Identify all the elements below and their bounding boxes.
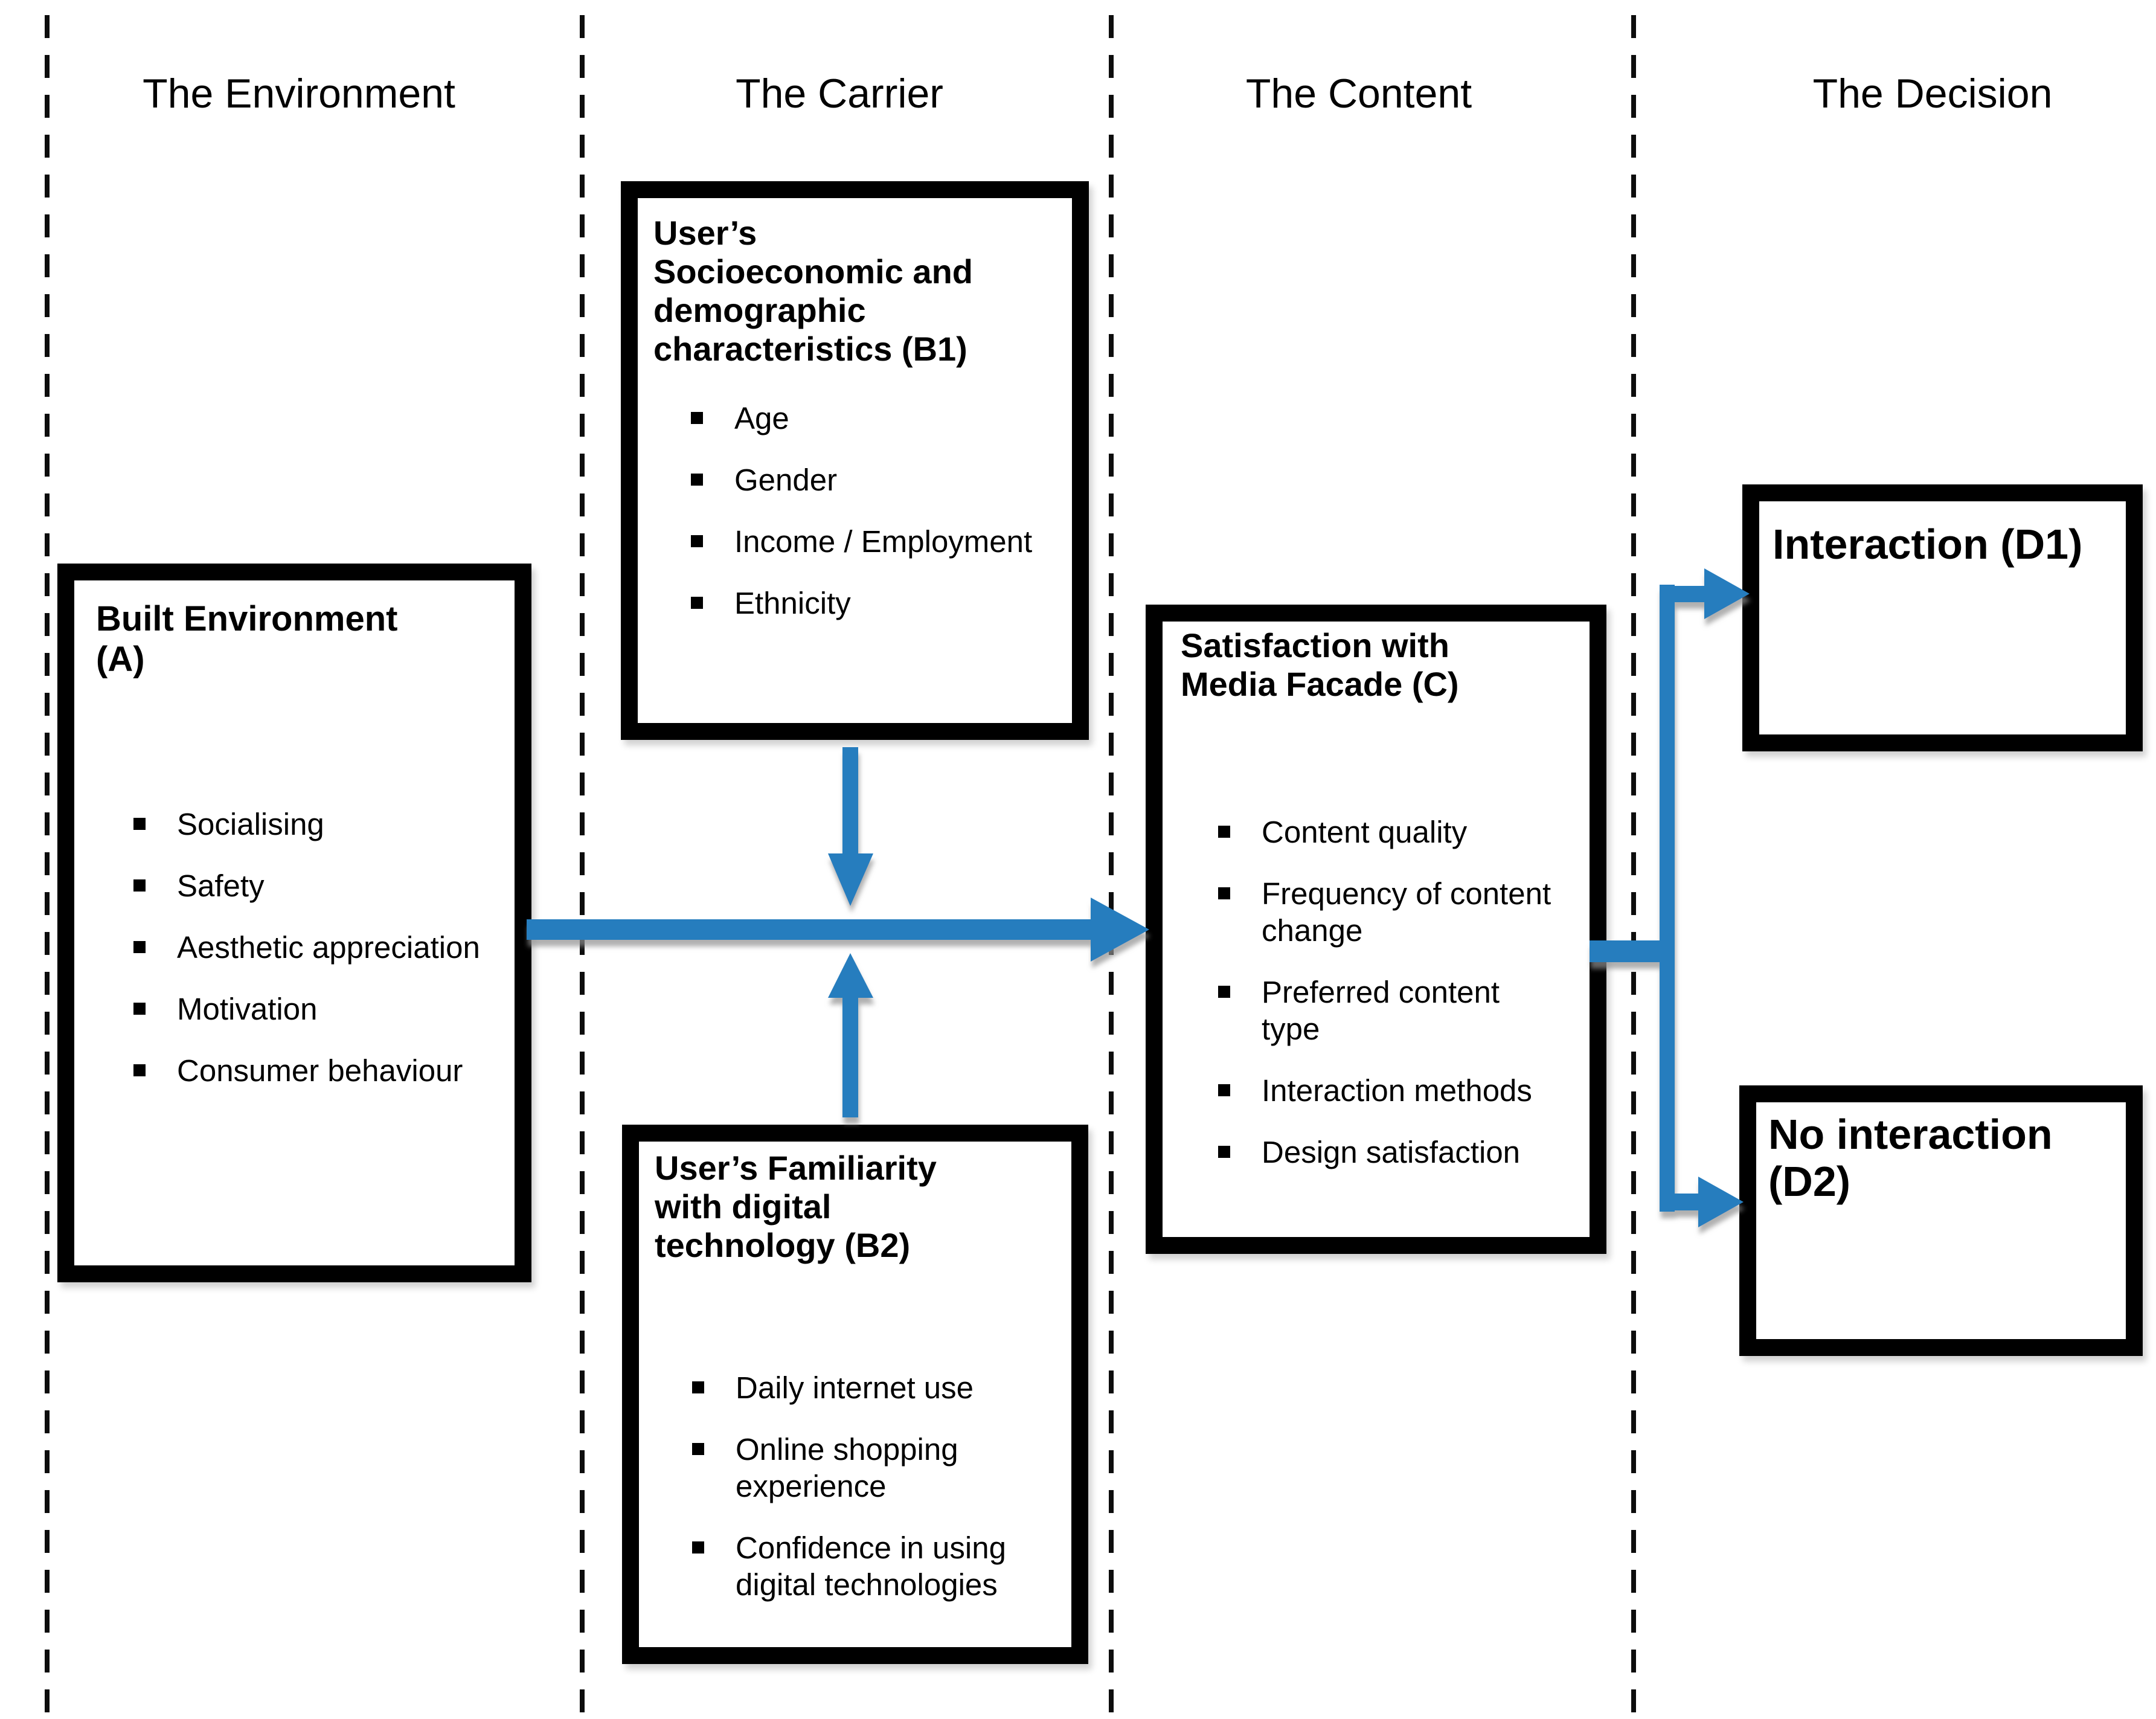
decision-branch-line — [1660, 585, 1675, 1212]
bullet-text: Interaction methods — [1262, 1073, 1532, 1108]
bullet-square-icon — [1218, 1146, 1230, 1158]
column-divider-1 — [45, 15, 50, 1714]
column-header-carrier: The Carrier — [736, 71, 943, 117]
bullet-text: Aesthetic appreciation — [177, 930, 480, 965]
bullet-item: Online shopping experience — [692, 1431, 1071, 1505]
box-interaction: Interaction (D1) — [1742, 484, 2143, 751]
box-title: Satisfaction with Media Facade (C) — [1181, 626, 1459, 703]
box-no-interaction: No interaction (D2) — [1739, 1085, 2143, 1356]
bullet-item: Safety — [133, 867, 515, 904]
bullet-text: Consumer behaviour — [177, 1053, 463, 1088]
bullet-item: Consumer behaviour — [133, 1052, 515, 1089]
bullet-item: Daily internet use — [692, 1369, 1071, 1406]
column-header-environment: The Environment — [143, 71, 455, 117]
box-digital-familiarity: User’s Familiarity with digital technolo… — [622, 1125, 1088, 1664]
bullet-square-icon — [692, 1381, 704, 1393]
bullet-item: Confidence in using digital technologies — [692, 1529, 1071, 1603]
bullet-text: Daily internet use — [736, 1370, 974, 1405]
bullet-text: Preferred content type — [1262, 975, 1500, 1046]
bullet-text: Safety — [177, 869, 265, 903]
bullet-item: Motivation — [133, 991, 515, 1027]
bullet-item: Design satisfaction — [1218, 1134, 1590, 1171]
bullet-text: Gender — [734, 463, 838, 497]
bullet-square-icon — [133, 1064, 146, 1076]
bullet-square-icon — [1218, 986, 1230, 998]
bullet-item: Gender — [691, 461, 1072, 498]
bullet-square-icon — [133, 1003, 146, 1015]
bullet-square-icon — [133, 879, 146, 892]
a-to-c-arrow-shaft — [527, 919, 1091, 940]
a-to-c-arrow-head — [1091, 898, 1149, 962]
bullet-square-icon — [691, 597, 703, 609]
bullet-square-icon — [1218, 887, 1230, 899]
box-title: User’s Familiarity with digital technolo… — [655, 1149, 937, 1264]
box-title: User’s Socioeconomic and demographic cha… — [653, 214, 973, 368]
bullet-square-icon — [691, 474, 703, 486]
d2-arrow-head — [1698, 1177, 1744, 1227]
column-divider-4 — [1631, 15, 1636, 1714]
bullet-text: Motivation — [177, 992, 318, 1026]
bullet-item: Age — [691, 400, 1072, 437]
b2-up-arrow-shaft — [842, 997, 858, 1117]
bullet-text: Frequency of content change — [1262, 876, 1551, 948]
bullet-item: Frequency of content change — [1218, 875, 1590, 949]
column-divider-3 — [1109, 15, 1114, 1714]
bullet-square-icon — [1218, 826, 1230, 838]
bullet-item: Preferred content type — [1218, 974, 1590, 1047]
box-title: No interaction (D2) — [1768, 1111, 2053, 1205]
column-header-decision: The Decision — [1812, 71, 2053, 117]
column-divider-2 — [580, 15, 585, 1714]
bullet-item: Interaction methods — [1218, 1072, 1590, 1109]
bullet-square-icon — [133, 941, 146, 953]
bullet-text: Socialising — [177, 807, 324, 841]
bullet-item: Ethnicity — [691, 585, 1072, 622]
column-header-content: The Content — [1245, 71, 1472, 117]
box-satisfaction-media-facade: Satisfaction with Media Facade (C) Conte… — [1146, 605, 1606, 1254]
bullet-item: Aesthetic appreciation — [133, 929, 515, 966]
bullet-square-icon — [1218, 1084, 1230, 1096]
bullet-square-icon — [692, 1541, 704, 1554]
b1-down-arrow-head — [828, 853, 873, 906]
bullet-square-icon — [692, 1443, 704, 1455]
bullet-text: Ethnicity — [734, 586, 851, 620]
bullet-text: Online shopping experience — [736, 1432, 958, 1503]
bullet-text: Content quality — [1262, 815, 1468, 849]
box-title: Interaction (D1) — [1773, 521, 2083, 568]
bullet-text: Design satisfaction — [1262, 1135, 1521, 1169]
bullet-item: Income / Employment — [691, 523, 1072, 560]
bullet-text: Age — [734, 401, 789, 435]
bullet-text: Income / Employment — [734, 524, 1033, 559]
d1-arrow-shaft — [1660, 586, 1705, 602]
bullet-item: Socialising — [133, 806, 515, 843]
bullet-item: Content quality — [1218, 814, 1590, 850]
box-title: Built Environment (A) — [96, 599, 398, 679]
box-socioeconomic-characteristics: User’s Socioeconomic and demographic cha… — [621, 181, 1089, 740]
b1-down-arrow-shaft — [842, 747, 858, 855]
bullet-square-icon — [691, 535, 703, 547]
d2-arrow-shaft — [1660, 1194, 1699, 1210]
b2-up-arrow-head — [828, 953, 873, 998]
bullet-text: Confidence in using digital technologies — [736, 1531, 1006, 1602]
bullet-square-icon — [133, 818, 146, 830]
bullet-square-icon — [691, 412, 703, 424]
